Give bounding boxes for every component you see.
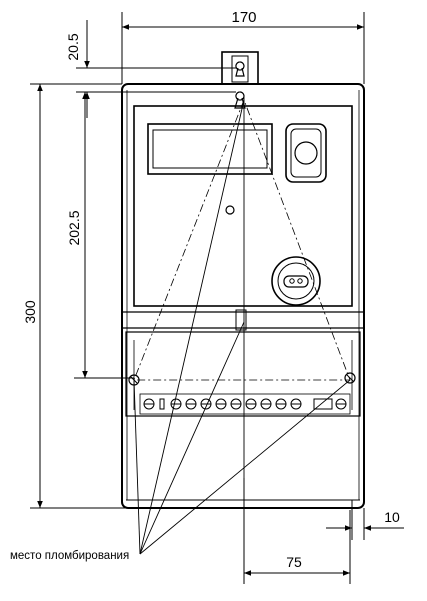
seal-screw-right [344,372,356,384]
rotary-button [271,256,321,306]
dimension-label-bottom-offset: 10 [384,509,400,525]
dimension-label-top-offset: 20.5 [65,33,81,60]
dimension-label-bottom-half-width: 75 [286,554,302,570]
dimension-label-overall-width: 170 [231,9,256,26]
dimension-label-mounting-height: 202.5 [66,210,82,245]
dimension-top-offset [76,20,236,118]
dimension-overall-height [30,83,126,509]
dimension-bottom-offset [326,500,404,540]
seal-location-leaders [133,99,351,555]
dimension-bottom-half-width [243,478,351,584]
center-latch [235,309,247,331]
dimension-mounting-height [74,92,134,379]
optical-port [285,123,327,183]
terminal-block [139,393,351,415]
dimension-overall-width [121,12,365,84]
meter-body [121,51,365,509]
lcd-display [147,123,273,175]
keyhole-top-icon [235,61,245,77]
hanger-slot [231,55,249,83]
housing-outline [121,83,365,509]
terminal-cover [125,331,361,417]
dimension-label-overall-height: 300 [22,300,38,324]
construction-lines [133,96,351,478]
indicator-hole [225,205,235,215]
seal-location-label: место пломбирования [10,550,129,562]
